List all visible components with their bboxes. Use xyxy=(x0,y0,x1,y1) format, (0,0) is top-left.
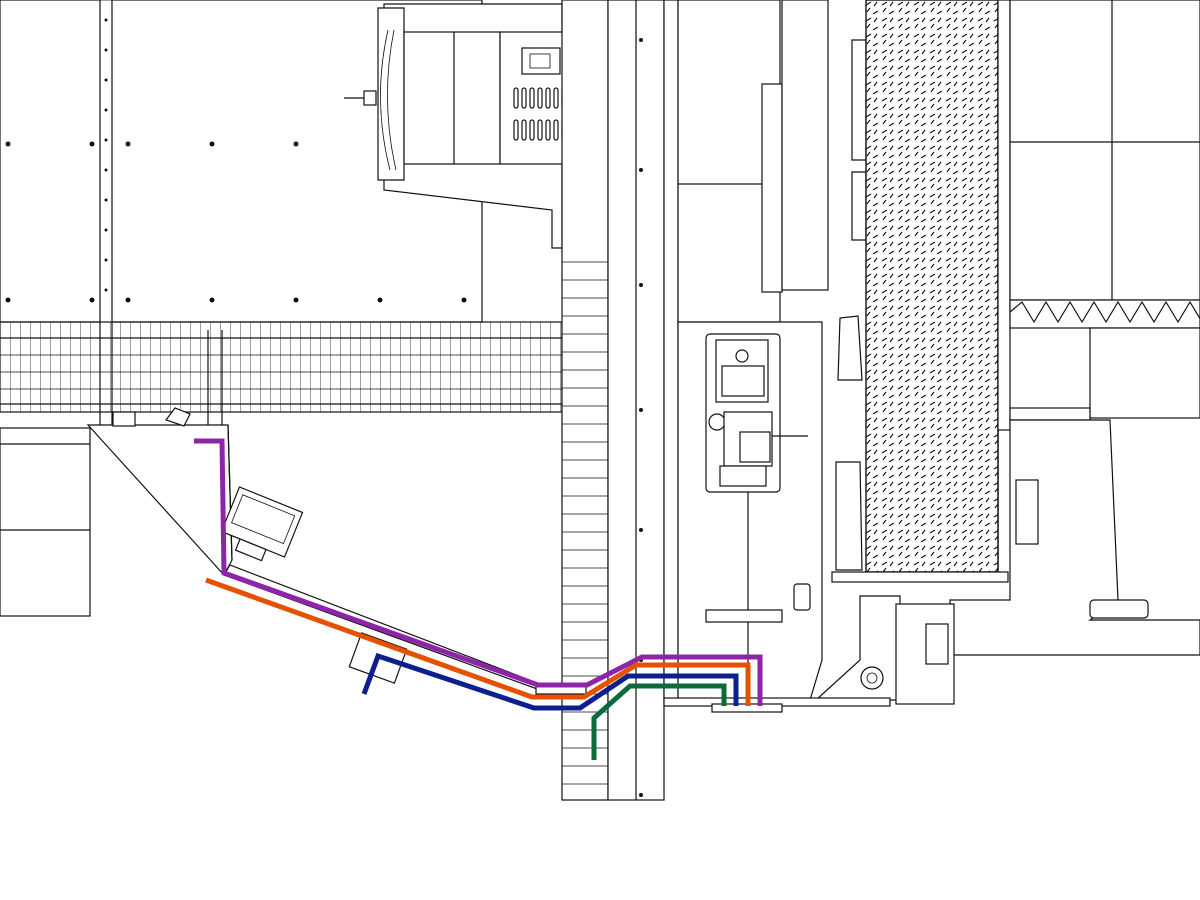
angled-grille xyxy=(220,486,304,562)
hopper-chute xyxy=(86,407,233,577)
route-blue xyxy=(361,652,739,711)
lower-mechanism xyxy=(535,595,955,713)
route-green xyxy=(591,683,727,760)
left-cabinet xyxy=(0,427,91,617)
routes xyxy=(194,438,763,760)
control-box xyxy=(705,333,808,493)
route-orange xyxy=(205,577,751,706)
grating-walkway xyxy=(0,321,563,425)
sloped-support xyxy=(223,564,589,691)
route-purple xyxy=(194,438,763,706)
right-frame xyxy=(949,0,1200,656)
side-latches xyxy=(835,39,867,571)
diamond-plate-conveyor xyxy=(831,0,1011,583)
